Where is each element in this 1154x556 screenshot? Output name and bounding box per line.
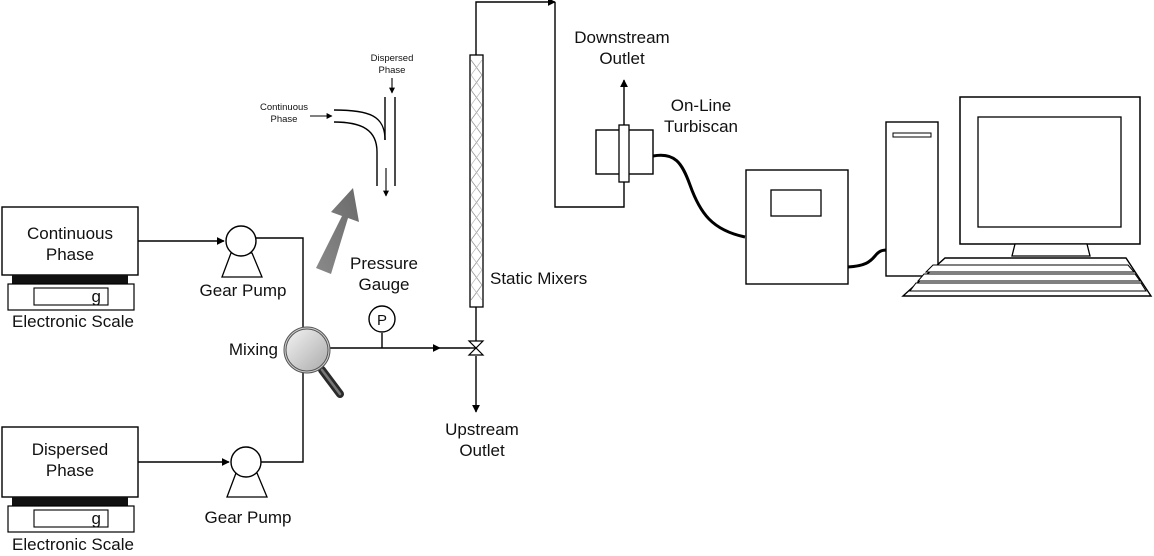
downstream-outlet-label-line2: Outlet [599, 49, 645, 68]
turbiscan-label-line2: Turbiscan [664, 117, 738, 136]
electronic-scale-label-bottom: Electronic Scale [12, 535, 134, 554]
gear-pump-bottom: Gear Pump [205, 446, 292, 527]
electronic-scale-top: g Electronic Scale [7, 275, 135, 331]
computer-tower [885, 121, 939, 277]
static-mixers-label: Static Mixers [490, 269, 587, 288]
data-acquisition-unit [745, 169, 849, 285]
computer-monitor [959, 96, 1141, 257]
continuous-phase-label-line2: Phase [46, 245, 94, 264]
turbiscan-cable [652, 153, 746, 239]
upstream-outlet-label-line1: Upstream [445, 420, 519, 439]
gear-pump-label-top: Gear Pump [200, 281, 287, 300]
inset-dispersed-label-line2: Phase [379, 65, 406, 76]
online-turbiscan: On-Line Turbiscan [595, 96, 738, 183]
dispersed-phase-label-line1: Dispersed [32, 440, 109, 459]
mixing-label: Mixing [229, 340, 278, 359]
computer-cable [847, 248, 888, 269]
valve [467, 340, 485, 356]
magnifier-icon [283, 326, 344, 398]
static-mixers-column: Static Mixers [469, 54, 587, 308]
turbiscan-label-line1: On-Line [671, 96, 731, 115]
upstream-outlet-label-line2: Outlet [459, 441, 505, 460]
dispersed-phase-tank: Dispersed Phase [1, 426, 139, 498]
gear-pump-top: Gear Pump [200, 225, 287, 300]
inset-continuous-label-line1: Continuous [260, 102, 308, 113]
continuous-phase-tank: Continuous Phase [1, 206, 139, 276]
dispersed-phase-label-line2: Phase [46, 461, 94, 480]
computer-keyboard [901, 257, 1153, 297]
inset-dispersed-label-line1: Dispersed [371, 53, 414, 64]
mixing-t-junction-inset: Dispersed Phase Continuous Phase [260, 53, 414, 197]
mixing-detail-arrow [316, 188, 359, 274]
pressure-gauge-label-line1: Pressure [350, 254, 418, 273]
pressure-gauge: P Pressure Gauge [350, 254, 418, 333]
gear-pump-label-bottom: Gear Pump [205, 508, 292, 527]
continuous-phase-label-line1: Continuous [27, 224, 113, 243]
electronic-scale-label-top: Electronic Scale [12, 312, 134, 331]
downstream-outlet-label-line1: Downstream [574, 28, 669, 47]
inset-continuous-label-line2: Phase [271, 114, 298, 125]
pressure-gauge-label-line2: Gauge [358, 275, 409, 294]
scale-unit-bottom: g [92, 509, 101, 528]
electronic-scale-bottom: g Electronic Scale [7, 497, 135, 554]
scale-unit-top: g [92, 287, 101, 306]
pressure-gauge-symbol: P [377, 312, 387, 329]
